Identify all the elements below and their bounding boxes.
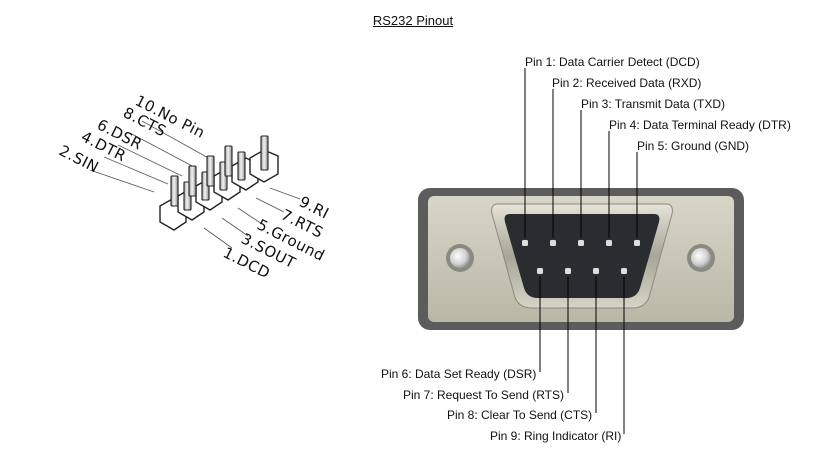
db9-pin-7 xyxy=(565,268,571,274)
connector-socket xyxy=(504,214,660,298)
db9-pin-label-3: Pin 3: Transmit Data (TXD) xyxy=(581,97,726,111)
db9-pin-label-1: Pin 1: Data Carrier Detect (DCD) xyxy=(525,55,700,69)
db9-leader-lines xyxy=(524,68,638,434)
db9-pin-label-5: Pin 5: Ground (GND) xyxy=(637,139,750,153)
db9-pin-2 xyxy=(550,240,556,246)
db9-pin-9 xyxy=(621,268,627,274)
db9-pin-label-2: Pin 2: Received Data (RXD) xyxy=(552,76,702,90)
header-pin-posts xyxy=(170,135,269,211)
db9-pin-8 xyxy=(593,268,599,274)
pin-header: 10.No Pin 8.CTS 6.DSR 4.DTR 2.SIN 9.RI 7… xyxy=(56,92,332,283)
db9-connector xyxy=(418,68,744,434)
db9-pin-3 xyxy=(578,240,584,246)
db9-pin-label-8: Pin 8: Clear To Send (CTS) xyxy=(447,408,593,422)
db9-pin-label-6: Pin 6: Data Set Ready (DSR) xyxy=(381,367,537,381)
db9-pin-5 xyxy=(634,240,640,246)
db9-pin-label-7: Pin 7: Request To Send (RTS) xyxy=(403,388,564,402)
db9-pin-6 xyxy=(537,268,543,274)
db9-pin-label-9: Pin 9: Ring Indicator (RI) xyxy=(490,429,622,443)
db9-pins xyxy=(522,240,640,274)
db9-pin-1 xyxy=(522,240,528,246)
screw-right-icon xyxy=(687,244,715,272)
header-leader-lines xyxy=(89,120,301,249)
diagram-title: RS232 Pinout xyxy=(372,13,454,28)
screw-left-icon xyxy=(446,244,474,272)
db9-pin-label-4: Pin 4: Data Terminal Ready (DTR) xyxy=(609,118,791,132)
db9-pin-4 xyxy=(606,240,612,246)
